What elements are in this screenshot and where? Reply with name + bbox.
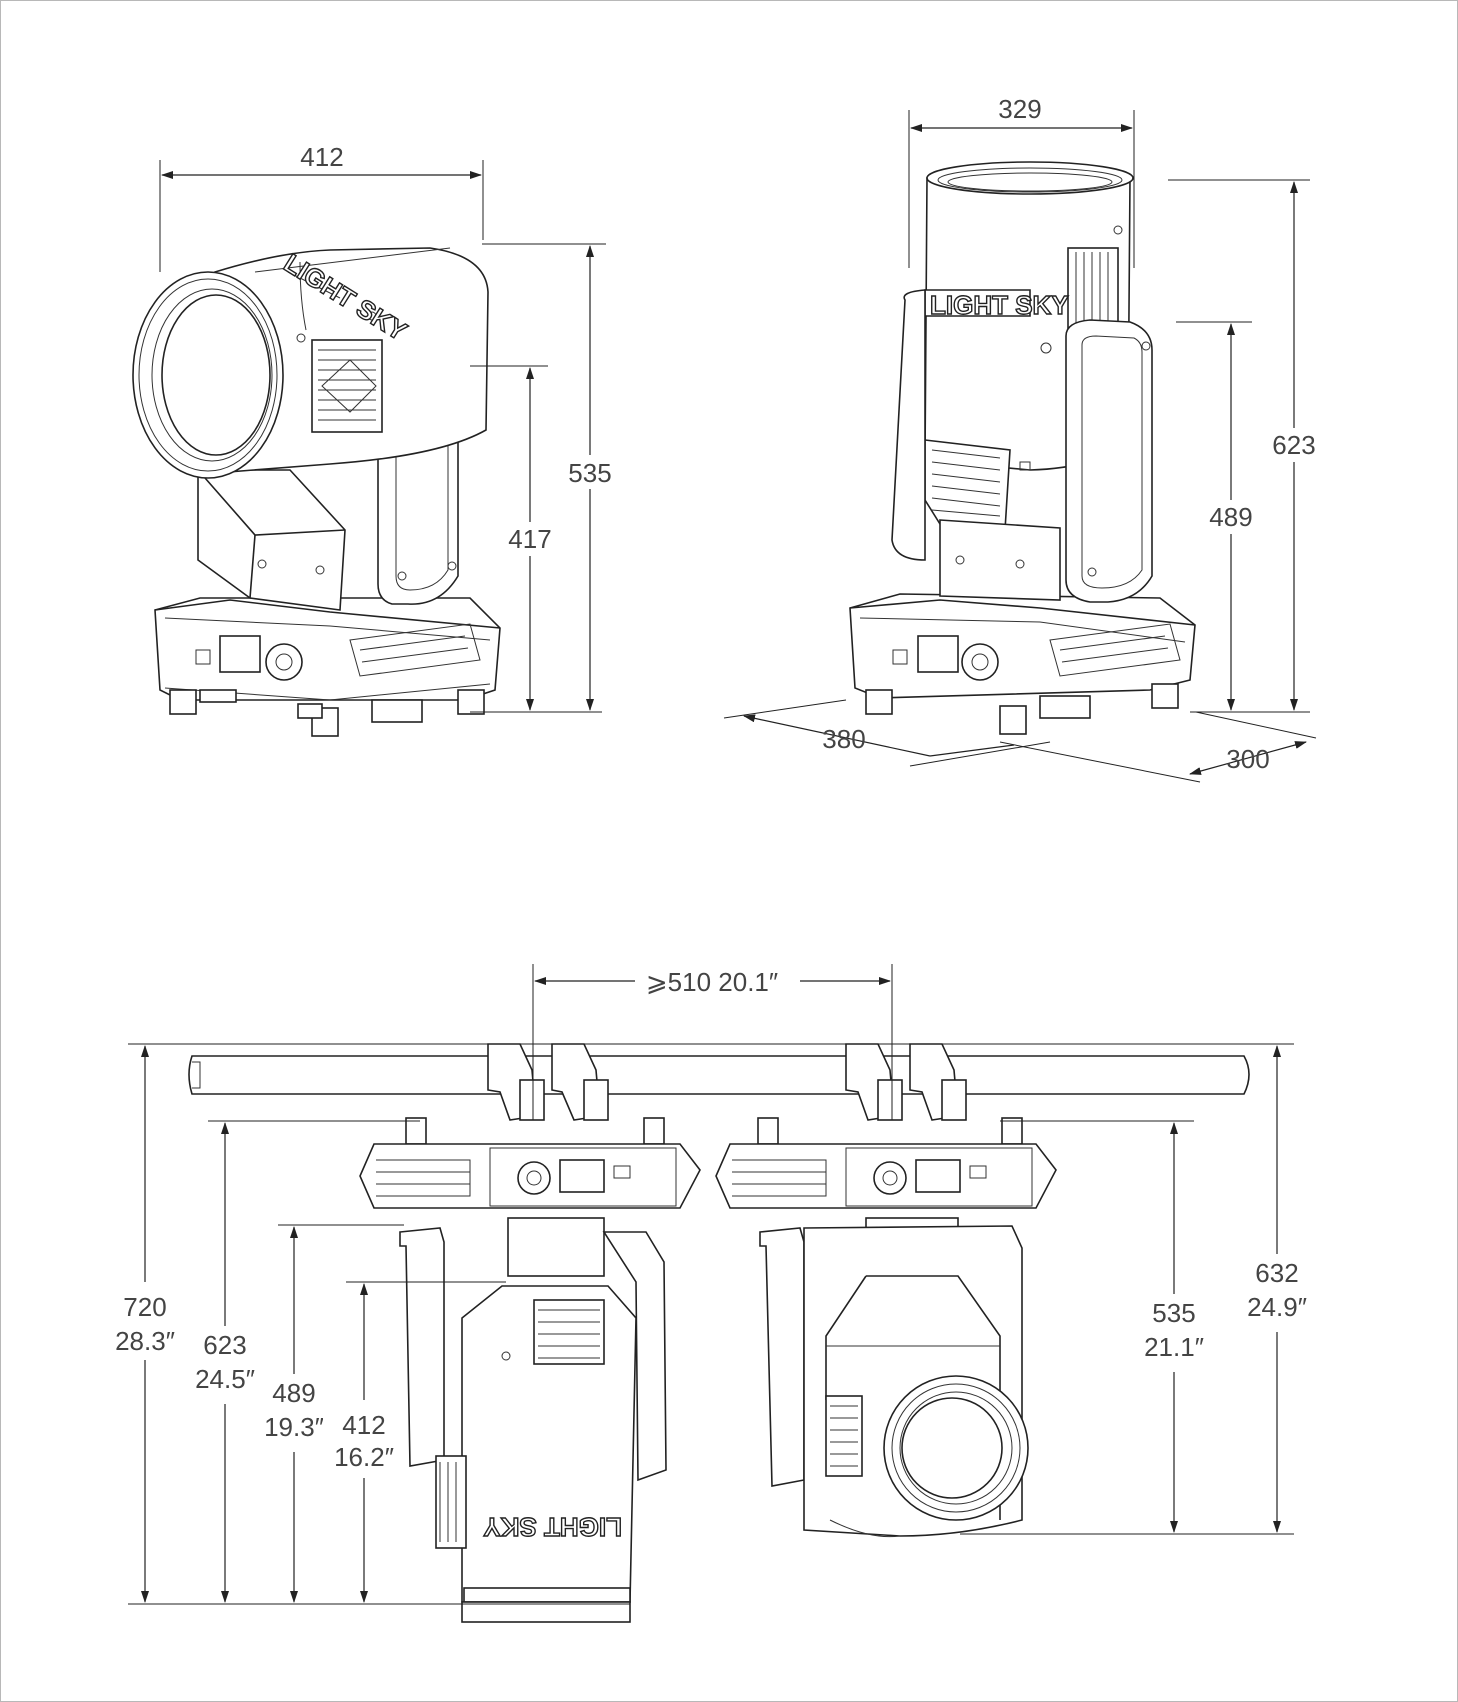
dim-front-width: 412: [300, 142, 343, 172]
dim-clamp-spacing: ⩾510 20.1″: [646, 967, 778, 997]
yoke-arm-left-b: [602, 1231, 667, 1482]
base-unit-side: [849, 593, 1196, 735]
dim-front-height: 535: [568, 458, 611, 488]
vent-inverted-left: [533, 1299, 605, 1365]
yoke-arm-right: [759, 1227, 805, 1487]
dim-side-height: 623: [1272, 430, 1315, 460]
side-logo: LIGHT SKY: [930, 290, 1069, 320]
dim-rig-623: 623: [203, 1330, 246, 1360]
dim-rig-total: 720: [123, 1292, 166, 1322]
display-inverted-left: [559, 1159, 605, 1193]
control-buttons: [265, 643, 303, 681]
vent-grille: [311, 339, 383, 433]
dim-side-mid-height: 489: [1209, 502, 1252, 532]
clamps-right: [845, 1043, 967, 1121]
dim-rig-489-in: 19.3″: [264, 1412, 324, 1442]
dim-rig-412-in: 16.2″: [334, 1442, 394, 1472]
dim-rig-632: 632: [1255, 1258, 1298, 1288]
fixture-hanging-left: LIGHT SKY: [359, 1117, 701, 1623]
vent-inverted-right: [825, 1395, 863, 1477]
rigging-view: LIGHT SKY: [104, 964, 1320, 1623]
base-unit: [154, 597, 501, 737]
control-buttons-side: [961, 643, 999, 681]
clamps-left: [487, 1043, 609, 1121]
dim-side-depth: 380: [822, 724, 865, 754]
truss-pipe: [188, 1055, 1250, 1095]
dim-front-head-height: 417: [508, 524, 551, 554]
front-iso-view: LIGHT SKY 412 535 417: [132, 142, 620, 737]
display-screen: [219, 635, 261, 673]
dim-rig-623-in: 24.5″: [195, 1364, 255, 1394]
head-logo-inverted: LIGHT SKY: [483, 1512, 622, 1542]
yoke-arm-left-a: [399, 1227, 445, 1467]
dim-rig-535: 535: [1152, 1298, 1195, 1328]
lens-inverted: [901, 1397, 1003, 1499]
moving-head: LIGHT SKY: [132, 247, 489, 479]
dim-rig-489: 489: [272, 1378, 315, 1408]
dim-rig-total-in: 28.3″: [115, 1326, 175, 1356]
lens: [161, 294, 271, 456]
side-iso-view: LIGHT SKY 329 623 4: [723, 94, 1326, 783]
dim-rig-535-in: 21.1″: [1144, 1332, 1204, 1362]
dim-rig-412: 412: [342, 1410, 385, 1440]
display-screen-side: [917, 635, 959, 673]
fixture-hanging-right: [715, 1117, 1057, 1538]
yoke-side: [891, 289, 1153, 603]
dim-side-width: 329: [998, 94, 1041, 124]
dim-rig-632-in: 24.9″: [1247, 1292, 1307, 1322]
dim-side-depth-right: 300: [1226, 744, 1269, 774]
